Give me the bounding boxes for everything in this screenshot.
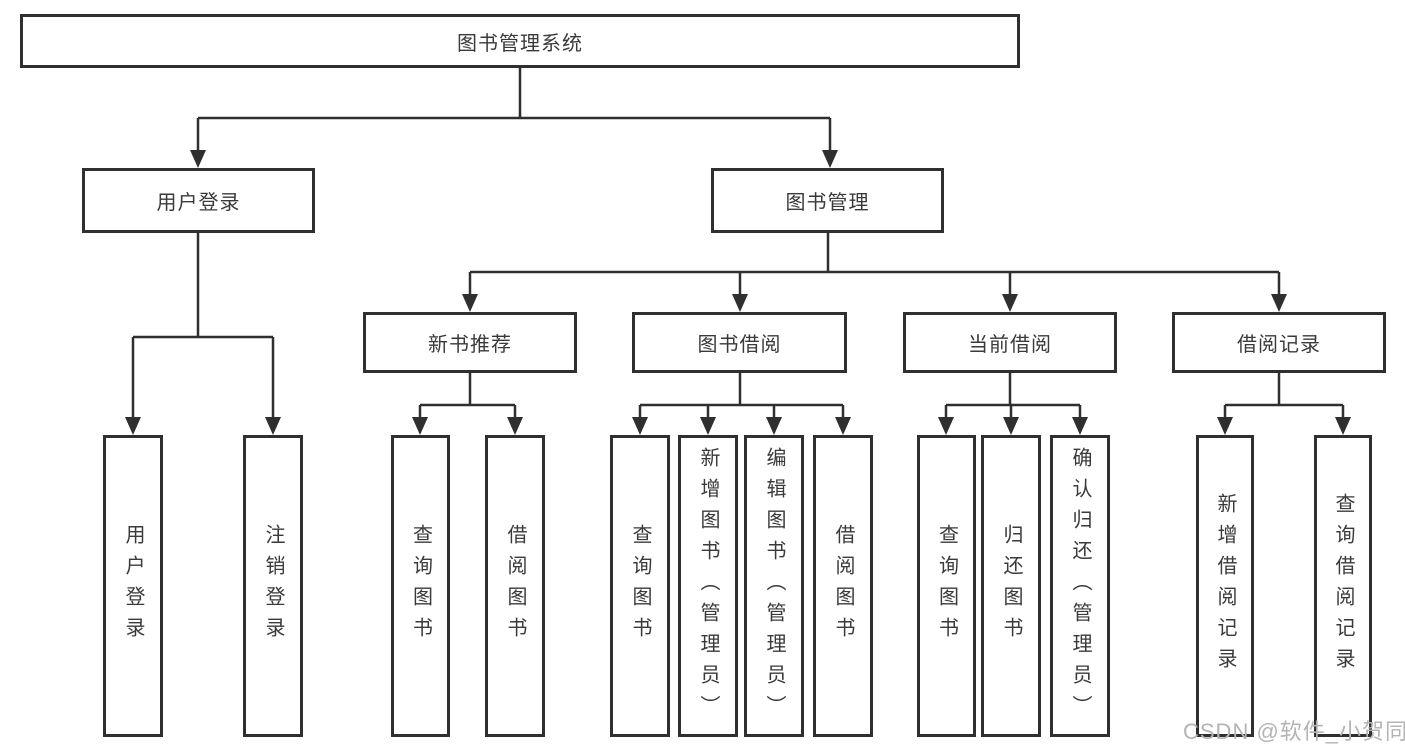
node-book-management: 图书管理 xyxy=(711,168,944,233)
leaf-label: 借阅图书 xyxy=(832,524,854,648)
leaf-label: 查询图书 xyxy=(409,524,432,648)
node-label: 借阅记录 xyxy=(1237,334,1321,356)
leaf-query-books-recommend: 查询图书 xyxy=(391,435,450,737)
node-label: 图书借阅 xyxy=(697,334,782,356)
leaf-borrow-books: 借阅图书 xyxy=(813,435,873,737)
leaf-label: 新增图书（管理员） xyxy=(697,446,719,726)
node-book-borrowing: 图书借阅 xyxy=(632,312,847,373)
arrowheads xyxy=(125,150,1351,435)
leaf-confirm-return-admin: 确认归还（管理员） xyxy=(1050,435,1110,737)
leaf-label: 归还图书 xyxy=(1000,524,1022,648)
leaf-query-borrowing-record: 查询借阅记录 xyxy=(1314,435,1372,737)
csdn-watermark: CSDN @软件_小贺同学 xyxy=(1183,719,1405,744)
leaf-label: 借阅图书 xyxy=(504,524,526,648)
leaf-add-borrowing-record: 新增借阅记录 xyxy=(1196,435,1254,737)
node-borrowing-records: 借阅记录 xyxy=(1172,312,1386,373)
leaf-label: 注销登录 xyxy=(262,524,284,648)
node-label: 当前借阅 xyxy=(968,334,1052,356)
leaf-label: 查询图书 xyxy=(629,524,651,648)
leaf-logout-login: 注销登录 xyxy=(243,435,303,737)
leaf-label: 新增借阅记录 xyxy=(1214,493,1236,679)
leaf-return-books: 归还图书 xyxy=(981,435,1041,737)
leaf-user-login: 用户登录 xyxy=(103,435,163,737)
node-new-book-recommendation: 新书推荐 xyxy=(363,312,577,373)
leaf-label: 查询借阅记录 xyxy=(1332,493,1354,679)
node-label: 图书管理系统 xyxy=(457,32,583,55)
leaf-query-books-borrow: 查询图书 xyxy=(610,435,670,737)
node-user-login: 用户登录 xyxy=(82,168,315,233)
leaf-label: 编辑图书（管理员） xyxy=(763,446,785,726)
leaf-add-books-admin: 新增图书（管理员） xyxy=(678,435,738,737)
leaf-label: 确认归还（管理员） xyxy=(1069,446,1091,726)
node-library-management-system: 图书管理系统 xyxy=(20,14,1020,68)
leaf-query-books-current: 查询图书 xyxy=(917,435,976,737)
node-current-borrowing: 当前借阅 xyxy=(903,312,1117,373)
leaf-label: 查询图书 xyxy=(935,524,958,648)
leaf-edit-books-admin: 编辑图书（管理员） xyxy=(744,435,804,737)
node-label: 新书推荐 xyxy=(428,334,512,356)
node-label: 用户登录 xyxy=(156,192,241,214)
leaf-label: 用户登录 xyxy=(122,524,144,648)
node-label: 图书管理 xyxy=(785,192,870,214)
leaf-borrow-books-recommend: 借阅图书 xyxy=(485,435,545,737)
